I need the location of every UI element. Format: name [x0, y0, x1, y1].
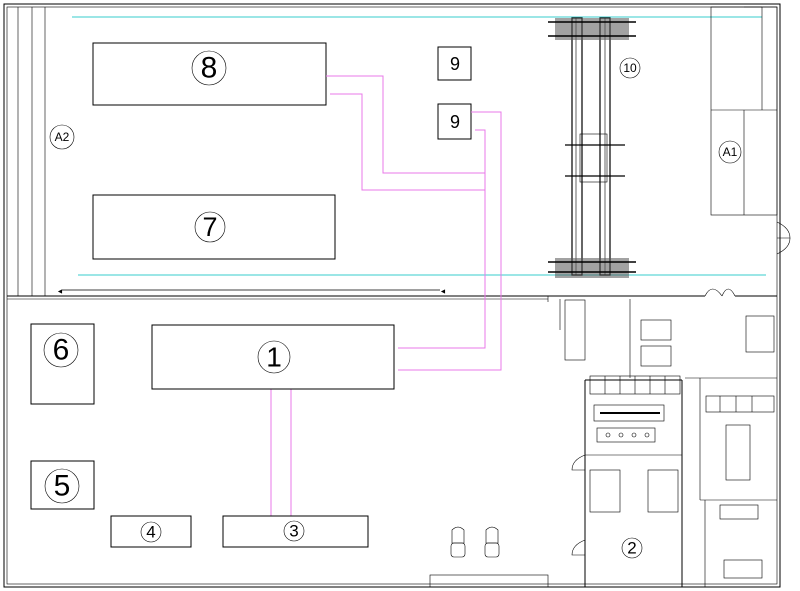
area-a1-label: A1 [723, 145, 738, 159]
area-a2-label: A2 [55, 130, 70, 144]
station-5-label: 5 [54, 470, 71, 503]
bottom-fixtures [429, 526, 549, 588]
station-7: 7 [92, 194, 336, 260]
station-4: 4 [110, 515, 192, 548]
gantry-10-label: 10 [623, 61, 637, 75]
station-1: 1 [151, 324, 395, 390]
svg-text:◄: ◄ [440, 289, 447, 296]
station-7-label: 7 [202, 212, 217, 242]
chair-icon [450, 526, 466, 558]
station-1-label: 1 [266, 342, 282, 373]
gantry-crane-10: 10 [548, 17, 641, 278]
crane-rails: ◄ ◄ [57, 16, 766, 296]
station-3-label: 3 [289, 522, 298, 541]
office-area: 2 [559, 288, 777, 587]
station-4-label: 4 [146, 523, 155, 542]
station-9-top-label: 9 [450, 54, 460, 74]
station-8-label: 8 [201, 52, 218, 85]
station-9-top: 9 [437, 46, 472, 81]
chair-icon [484, 526, 500, 558]
svg-text:◄: ◄ [57, 289, 64, 296]
office-2-label: 2 [627, 539, 636, 558]
station-9-lower-label: 9 [450, 112, 460, 132]
station-5: 5 [30, 460, 95, 510]
outer-walls [3, 3, 781, 588]
station-6-label: 6 [53, 334, 70, 367]
station-8: 8 [92, 42, 327, 106]
station-6: 6 [30, 323, 95, 405]
station-3: 3 [222, 515, 369, 548]
area-a1: A1 [710, 6, 791, 255]
station-9-lower: 9 [437, 103, 472, 140]
area-a2: A2 [49, 124, 75, 150]
pipe-lines [270, 75, 502, 516]
